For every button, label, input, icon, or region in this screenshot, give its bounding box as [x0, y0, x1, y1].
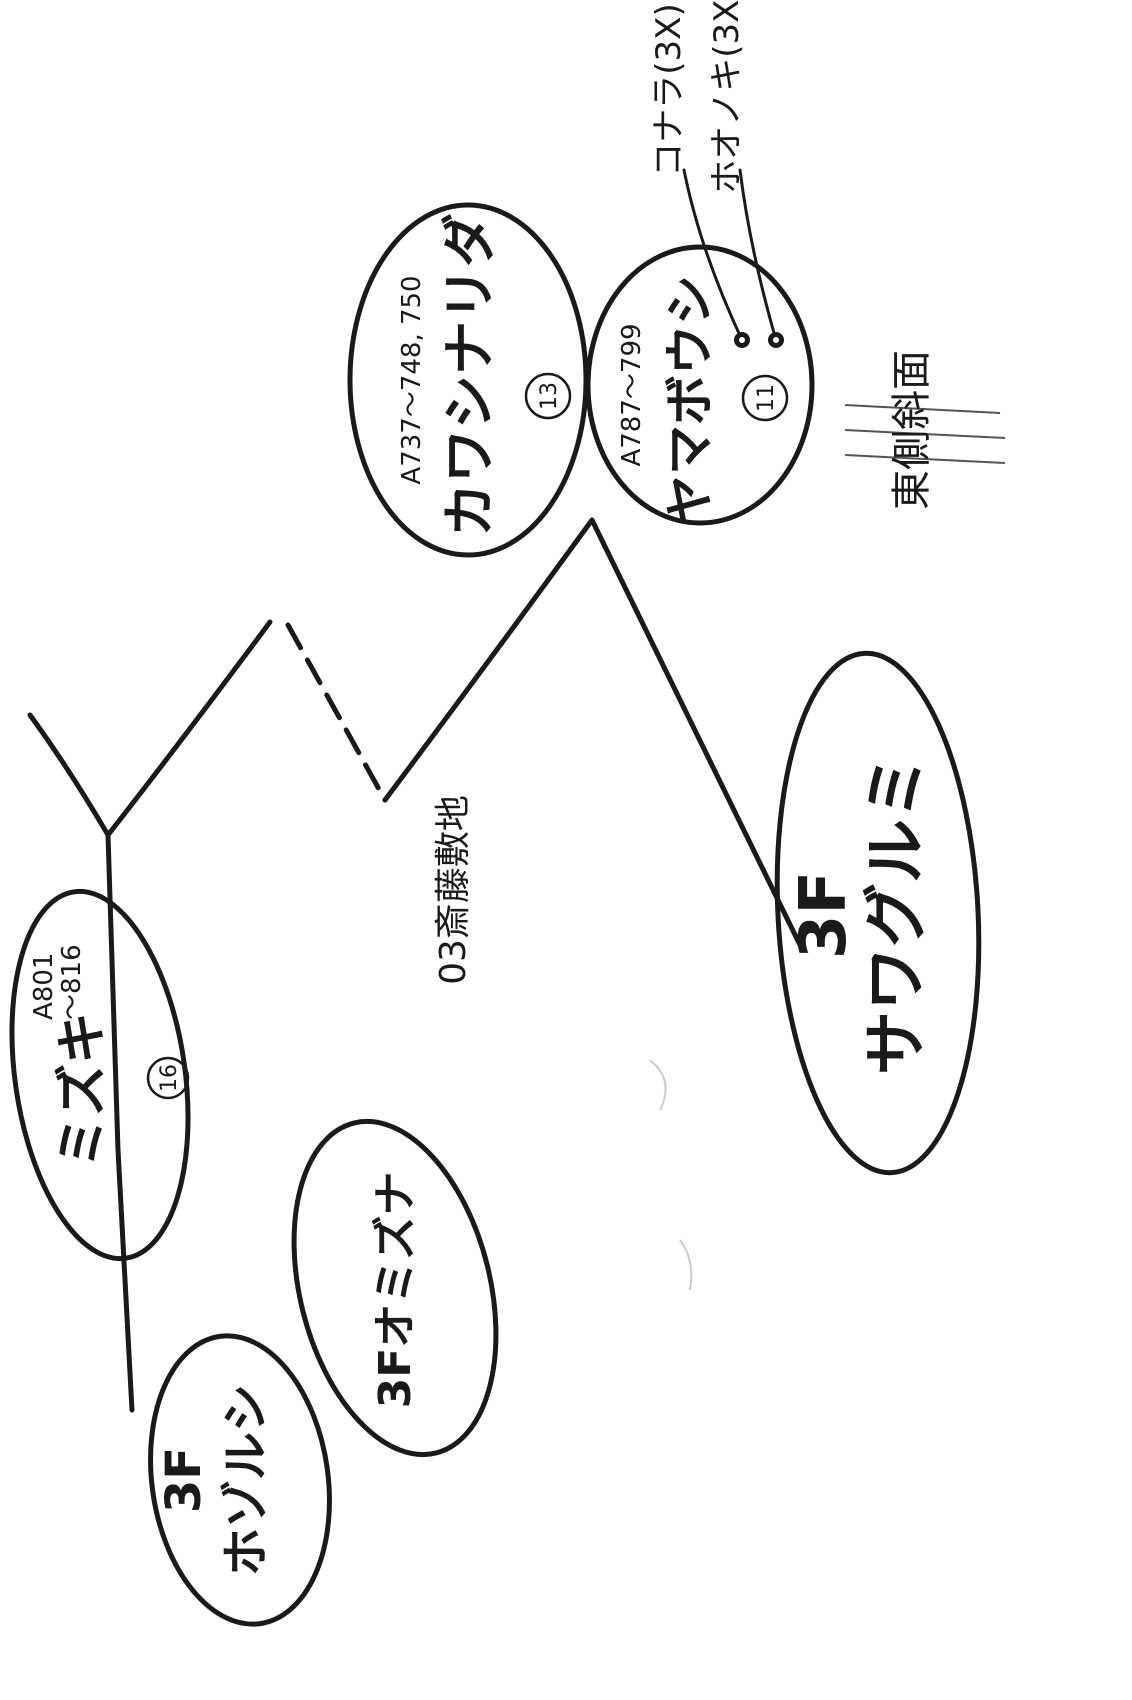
mitsuki-ne-name: 3Fオミズナ [370, 1172, 421, 1409]
botugi-name-line2: ホゾルシ [218, 1384, 274, 1576]
mitsuki-count: 16 [157, 1064, 182, 1092]
kohara-label: コナラ(3X) [649, 3, 689, 176]
yamaguchi-count: 11 [754, 384, 779, 412]
kawaguchi-count-circle [524, 372, 572, 420]
mitsuki-count-circle [146, 1056, 190, 1100]
sakuraba-name-line1: 3F [787, 871, 861, 959]
dashed-connector [285, 622, 388, 803]
mitsuki-ellipse [9, 888, 191, 1262]
branch-line [105, 619, 273, 838]
mitsuki-name: ミズキ [53, 1012, 113, 1168]
yamaguchi-count-circle [741, 374, 789, 422]
kawaguchi-count: 13 [537, 382, 562, 410]
mitsuki-code-line2: 〜816 [57, 944, 87, 1020]
side-note: 東側斜面 [889, 350, 935, 510]
botugi-name-line1: 3F [156, 1447, 212, 1513]
faint-pencil-mark-2 [679, 1239, 693, 1291]
slope-hatch-1 [844, 404, 1001, 414]
mitsuki-ne-ellipse [291, 1118, 499, 1458]
kohara-connector [682, 168, 744, 342]
ridge-line [382, 517, 803, 948]
faint-pencil-mark [649, 1059, 667, 1111]
slope-hatch-3 [844, 454, 1006, 464]
sakuraba-name-line2: サワグルミ [860, 755, 934, 1075]
sakuraba-ellipse [774, 650, 982, 1176]
hoho-connector [738, 168, 778, 342]
botugi-ellipse [148, 1333, 332, 1627]
slope-hatch-2 [844, 429, 1006, 439]
kawaguchi-code: A737〜748, 750 [397, 275, 427, 484]
mitsuki-code: A801 〜816 [29, 944, 87, 1020]
site-note: 03斎藤敷地 [433, 795, 474, 985]
hoho-label: ホオノキ(3X) [707, 0, 747, 194]
yamaguchi-ellipse [585, 244, 815, 526]
mitsuki-code-line1: A801 [29, 953, 59, 1020]
yamaguchi-name: ヤマボウシ [661, 275, 719, 525]
yamaguchi-code: A787〜799 [617, 323, 647, 466]
kawaguchi-name: カワシナリダ [438, 213, 501, 537]
